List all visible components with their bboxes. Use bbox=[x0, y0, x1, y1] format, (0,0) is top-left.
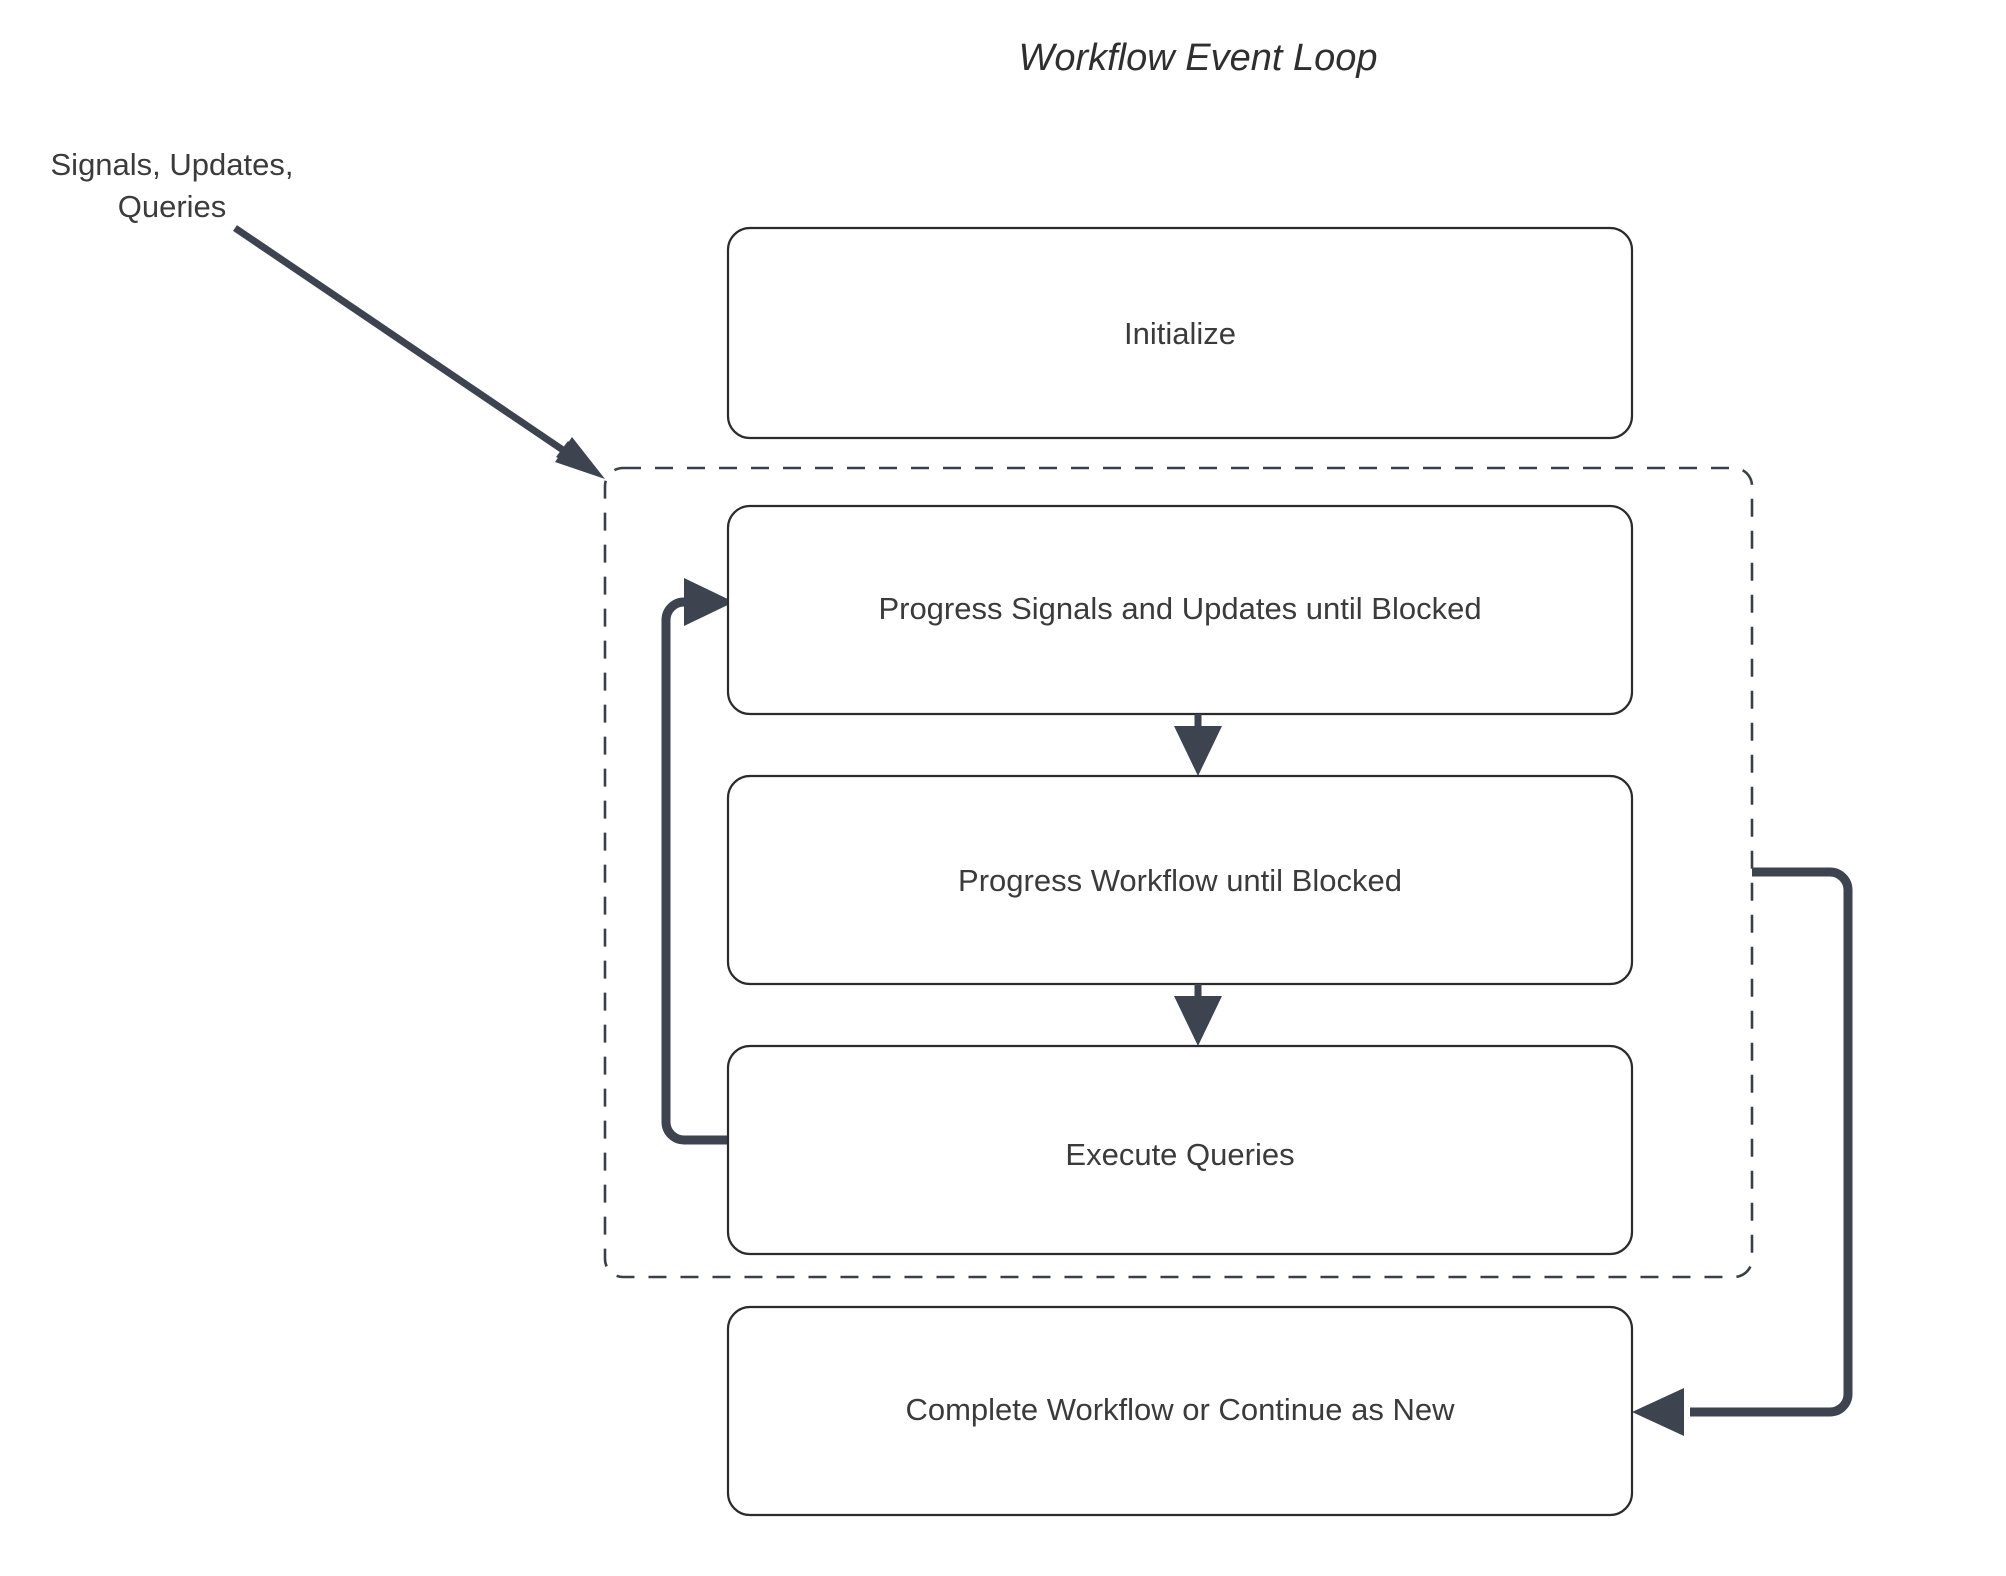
node-progress-workflow[interactable]: Progress Workflow until Blocked bbox=[726, 774, 1634, 986]
page-title: Workflow Event Loop bbox=[1018, 37, 1377, 79]
node-progress-signals-box[interactable] bbox=[726, 504, 1634, 716]
node-execute-queries[interactable]: Execute Queries bbox=[726, 1044, 1634, 1256]
node-progress-signals-and-updates[interactable]: Progress Signals and Updates until Block… bbox=[726, 504, 1634, 716]
inbound-signals-arrow bbox=[233, 225, 605, 479]
node-progress-signals-label: Progress Signals and Updates until Block… bbox=[878, 591, 1481, 626]
node-complete-workflow[interactable]: Complete Workflow or Continue as New bbox=[726, 1305, 1634, 1517]
inbound-edge-label-line1: Signals, Updates, bbox=[51, 147, 294, 182]
loop-to-complete-workflow-arrow bbox=[1632, 867, 1853, 1436]
arrow-progress-workflow-to-execute-queries bbox=[1174, 984, 1222, 1046]
node-initialize[interactable]: Initialize bbox=[726, 226, 1634, 440]
node-complete-workflow-box[interactable] bbox=[726, 1305, 1634, 1517]
node-execute-queries-box[interactable] bbox=[726, 1044, 1634, 1256]
node-progress-workflow-box[interactable] bbox=[726, 774, 1634, 986]
loop-back-to-progress-signals-arrow bbox=[661, 578, 734, 1145]
node-execute-queries-label: Execute Queries bbox=[1065, 1137, 1294, 1172]
arrow-progress-signals-to-progress-workflow bbox=[1174, 714, 1222, 776]
node-complete-workflow-label: Complete Workflow or Continue as New bbox=[905, 1392, 1455, 1427]
node-initialize-label: Initialize bbox=[1124, 316, 1236, 351]
inbound-edge-label-line2: Queries bbox=[118, 189, 227, 224]
node-progress-workflow-label: Progress Workflow until Blocked bbox=[958, 863, 1402, 898]
node-initialize-box[interactable] bbox=[726, 226, 1634, 440]
event-loop-group-border bbox=[603, 466, 1754, 1279]
